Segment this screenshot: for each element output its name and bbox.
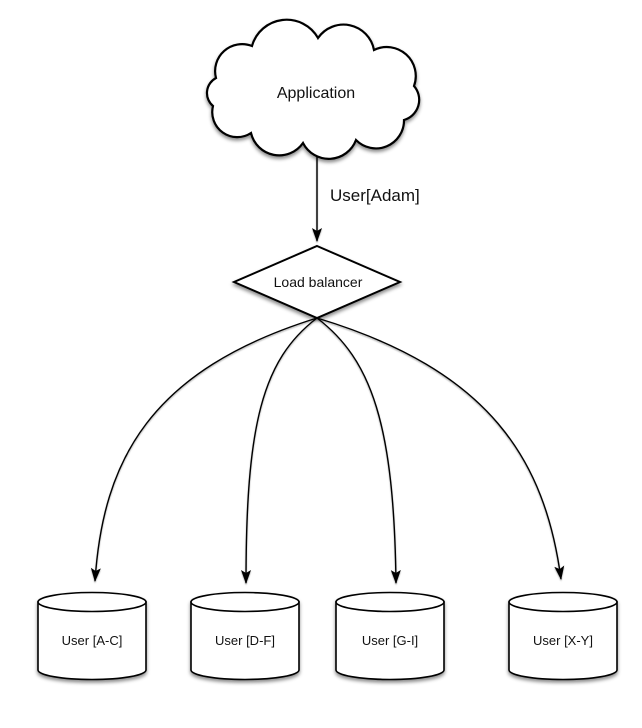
database-label-4: User [X-Y] [533, 633, 593, 648]
database-cylinder-top-1 [37, 591, 147, 613]
database-node-3 [335, 591, 445, 681]
database-label-3: User [G-I] [362, 633, 418, 648]
request-edge-label: User[Adam] [330, 186, 420, 205]
database-cylinder-top-4 [508, 591, 618, 613]
database-node-2 [190, 591, 300, 681]
application-cloud-shape [205, 18, 421, 160]
edges-group [90, 150, 565, 584]
databases-group: User [A-C] User [D-F] User [G-I] User [X… [37, 591, 618, 681]
database-cylinder-top-2 [190, 591, 300, 613]
database-label-2: User [D-F] [215, 633, 275, 648]
load-balancer-node [231, 244, 403, 320]
edge-load-balancer-to-db-4 [316, 317, 565, 580]
database-cylinder-body-4 [508, 601, 618, 681]
edge-load-balancer-to-db-2 [241, 317, 318, 584]
edge-load-balancer-to-db-1 [90, 317, 318, 582]
edge-load-balancer-to-db-3 [316, 317, 401, 584]
database-cylinder-body-3 [335, 601, 445, 681]
database-cylinder-body-1 [37, 601, 147, 681]
load-balancer-label: Load balancer [274, 274, 363, 290]
database-cylinder-body-2 [190, 601, 300, 681]
database-node-4 [508, 591, 618, 681]
database-node-1 [37, 591, 147, 681]
database-label-1: User [A-C] [62, 633, 123, 648]
database-cylinder-top-3 [335, 591, 445, 613]
application-label: Application [277, 85, 355, 102]
load-balancer-diamond-shape [231, 244, 403, 320]
application-node [205, 18, 421, 160]
